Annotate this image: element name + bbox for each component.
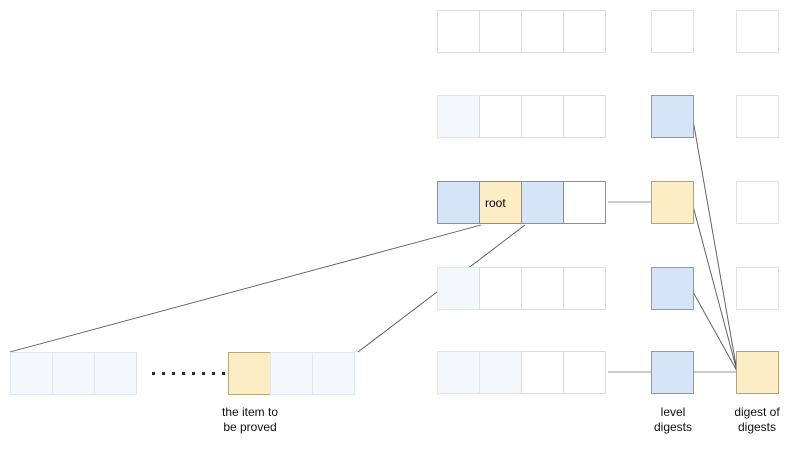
level5-level-digest xyxy=(651,351,694,394)
level2-digest-of-digests xyxy=(736,95,779,138)
level-row-3-root: root xyxy=(437,181,606,224)
level4-cell-3 xyxy=(563,267,606,310)
level4-digest-of-digests xyxy=(736,267,779,310)
leaf-cell-1 xyxy=(52,352,95,395)
level1-cell-0 xyxy=(437,10,480,53)
leaf-cell-0 xyxy=(10,352,53,395)
level5-cell-0 xyxy=(437,351,480,394)
leaf-cell-5 xyxy=(312,352,355,395)
level2-cell-0 xyxy=(437,95,480,138)
level1-cell-3 xyxy=(563,10,606,53)
level-row-2 xyxy=(437,95,606,138)
root-row-cell-0 xyxy=(437,181,480,224)
root-row-cell-3 xyxy=(563,181,606,224)
level-row-4 xyxy=(437,267,606,310)
level1-cell-2 xyxy=(521,10,564,53)
leaf-cell-2 xyxy=(94,352,137,395)
link-root-to-leftmost-leaf xyxy=(9,224,482,353)
digest-of-digests xyxy=(736,351,779,394)
caption-level-digests: level digests xyxy=(653,405,693,434)
expanded-leaf-row-left xyxy=(10,352,137,395)
level4-level-digest xyxy=(651,267,694,310)
level2-cell-2 xyxy=(521,95,564,138)
level-row-1 xyxy=(437,10,606,53)
leaf-cell-4 xyxy=(270,352,313,395)
level4-cell-1 xyxy=(479,267,522,310)
level5-cell-1 xyxy=(479,351,522,394)
level-row-5 xyxy=(437,351,606,394)
level4-cell-2 xyxy=(521,267,564,310)
caption-item-to-be-proved: the item to be proved xyxy=(221,405,279,434)
link-level3-digest-to-dod xyxy=(692,205,738,372)
level3-digest-of-digests xyxy=(736,181,779,224)
level2-cell-1 xyxy=(479,95,522,138)
level5-cell-3 xyxy=(563,351,606,394)
level5-cell-2 xyxy=(521,351,564,394)
expanded-leaf-row-right xyxy=(228,352,355,395)
level1-digest-of-digests xyxy=(736,10,779,53)
level1-level-digest xyxy=(651,10,694,53)
level2-cell-3 xyxy=(563,95,606,138)
level2-level-digest xyxy=(651,95,694,138)
caption-digest-of-digests: digest of digests xyxy=(734,405,780,434)
link-level2-digest-to-dod xyxy=(692,119,738,372)
link-level4-digest-to-dod xyxy=(692,291,738,372)
root-cell: root xyxy=(479,181,522,224)
leaf-row-ellipsis xyxy=(152,372,225,375)
level4-cell-0 xyxy=(437,267,480,310)
level3-level-digest xyxy=(651,181,694,224)
level1-cell-1 xyxy=(479,10,522,53)
root-row-cell-2 xyxy=(521,181,564,224)
root-cell-label: root xyxy=(485,195,506,210)
item-to-be-proved-cell xyxy=(228,352,271,395)
